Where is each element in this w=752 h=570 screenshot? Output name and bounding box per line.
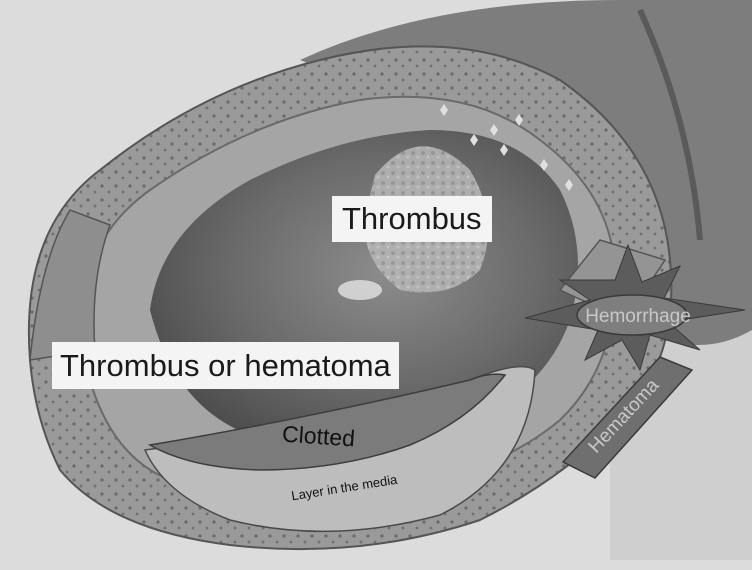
lumen-highlight	[338, 280, 382, 300]
thrombus-or-hematoma-label: Thrombus or hematoma	[52, 342, 399, 389]
clotted-label: Clotted	[281, 421, 356, 452]
hemorrhage-label: Hemorrhage	[585, 306, 691, 327]
thrombus-label: Thrombus	[332, 196, 492, 242]
